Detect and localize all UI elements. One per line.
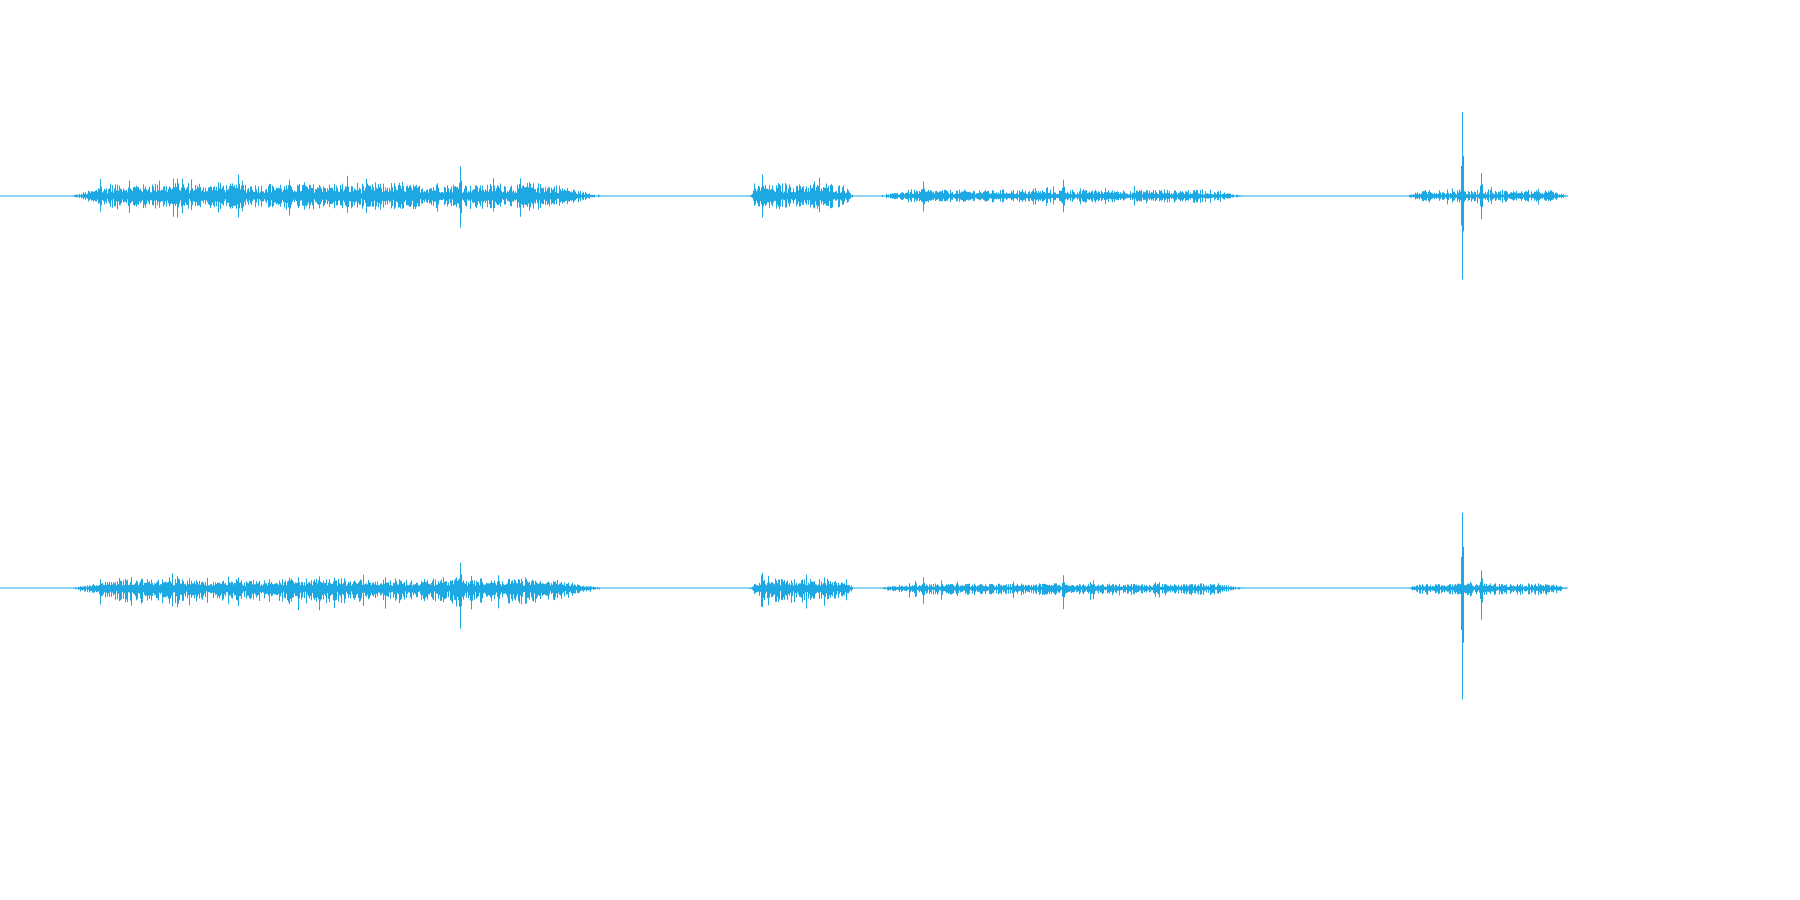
- waveform-trace-right: [0, 512, 1568, 700]
- waveform-left-svg: [0, 112, 1568, 280]
- waveform-channel-right: [0, 450, 1568, 730]
- waveform-right-svg: [0, 512, 1568, 700]
- waveform-trace-left: [0, 112, 1568, 280]
- waveform-channel-left: [0, 100, 1568, 295]
